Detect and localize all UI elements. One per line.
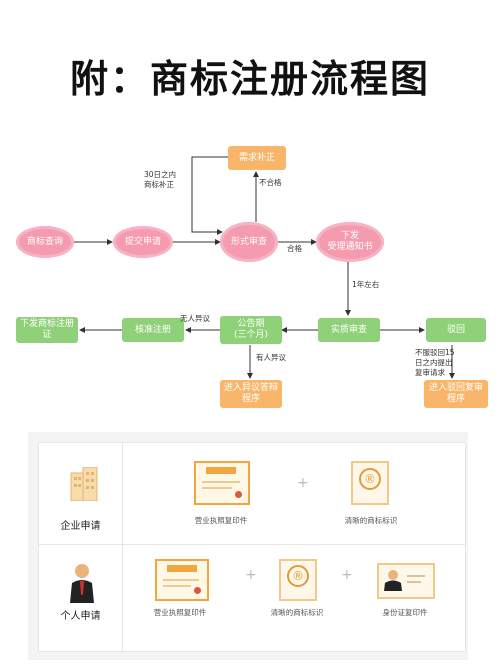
row-divider [122, 545, 123, 651]
flow-connectors [74, 156, 455, 379]
enterprise-doc-license: 营业执照复印件 [194, 516, 248, 525]
note-has-objection: 有人异议 [256, 353, 286, 362]
business-license-icon [155, 559, 209, 601]
page-title: 附：商标注册流程图 [69, 57, 430, 101]
id-card-icon [377, 563, 435, 599]
business-license-icon [194, 461, 250, 505]
license-seal-icon [235, 491, 242, 498]
node-approve: 核准注册 [122, 318, 184, 342]
individual-row: 个人申请 营业执照复印件 + ® 清晰的商标标识 + 身份证复印件 [38, 544, 466, 652]
row-divider [122, 443, 123, 549]
enterprise-row: 企业申请 营业执照复印件 + ® 清晰的商标标识 [38, 442, 466, 550]
license-heading-bar [206, 467, 236, 474]
note-year: 1年左右 [352, 280, 380, 289]
trademark-icon: ® [351, 461, 389, 505]
node-reject: 驳回 [426, 318, 486, 342]
plus-sign: + [341, 567, 353, 583]
plus-sign: + [245, 567, 257, 583]
note-qualified: 合格 [287, 244, 302, 253]
person-icon [70, 564, 94, 603]
note-unqualified: 不合格 [259, 178, 282, 187]
node-formal-review: 形式审查 [220, 222, 278, 262]
arrow-supplement-formal [191, 156, 228, 235]
node-opposition: 进入异议答辩 程序 [220, 380, 282, 408]
registration-flowchart: 商标查询 提交申请 形式审查 下发 受理通知书 需求补正 实质审查 公告期 (三… [0, 130, 500, 430]
node-notice: 下发 受理通知书 [316, 222, 384, 262]
building-icon [70, 467, 98, 501]
node-supplement: 需求补正 [228, 146, 286, 170]
license-seal-icon [194, 587, 201, 594]
license-heading-bar [167, 565, 197, 572]
individual-label: 个人申请 [60, 611, 101, 622]
node-search: 商标查询 [16, 226, 74, 258]
node-submit: 提交申请 [113, 226, 173, 258]
trademark-icon: ® [279, 559, 317, 601]
note-appeal: 不服驳回15 日之内提出 复审请求 [415, 348, 455, 377]
individual-doc-license: 营业执照复印件 [153, 608, 207, 617]
node-certificate: 下发商标注册 证 [16, 317, 78, 343]
note-no-objection: 无人异议 [180, 314, 210, 323]
note-30days: 30日之内 商标补正 [144, 170, 177, 189]
plus-sign: + [297, 475, 309, 491]
node-review: 进入驳回复审 程序 [424, 380, 488, 408]
enterprise-doc-trademark: 清晰的商标标识 [344, 516, 398, 525]
node-substantive: 实质审查 [318, 318, 380, 342]
individual-doc-trademark: 清晰的商标标识 [270, 608, 324, 617]
enterprise-label: 企业申请 [60, 521, 101, 532]
individual-doc-id: 身份证复印件 [382, 608, 428, 617]
node-publish: 公告期 (三个月) [220, 316, 282, 344]
requirements-panel: 企业申请 营业执照复印件 + ® 清晰的商标标识 个人申请 营业执照复印件 [28, 432, 468, 660]
